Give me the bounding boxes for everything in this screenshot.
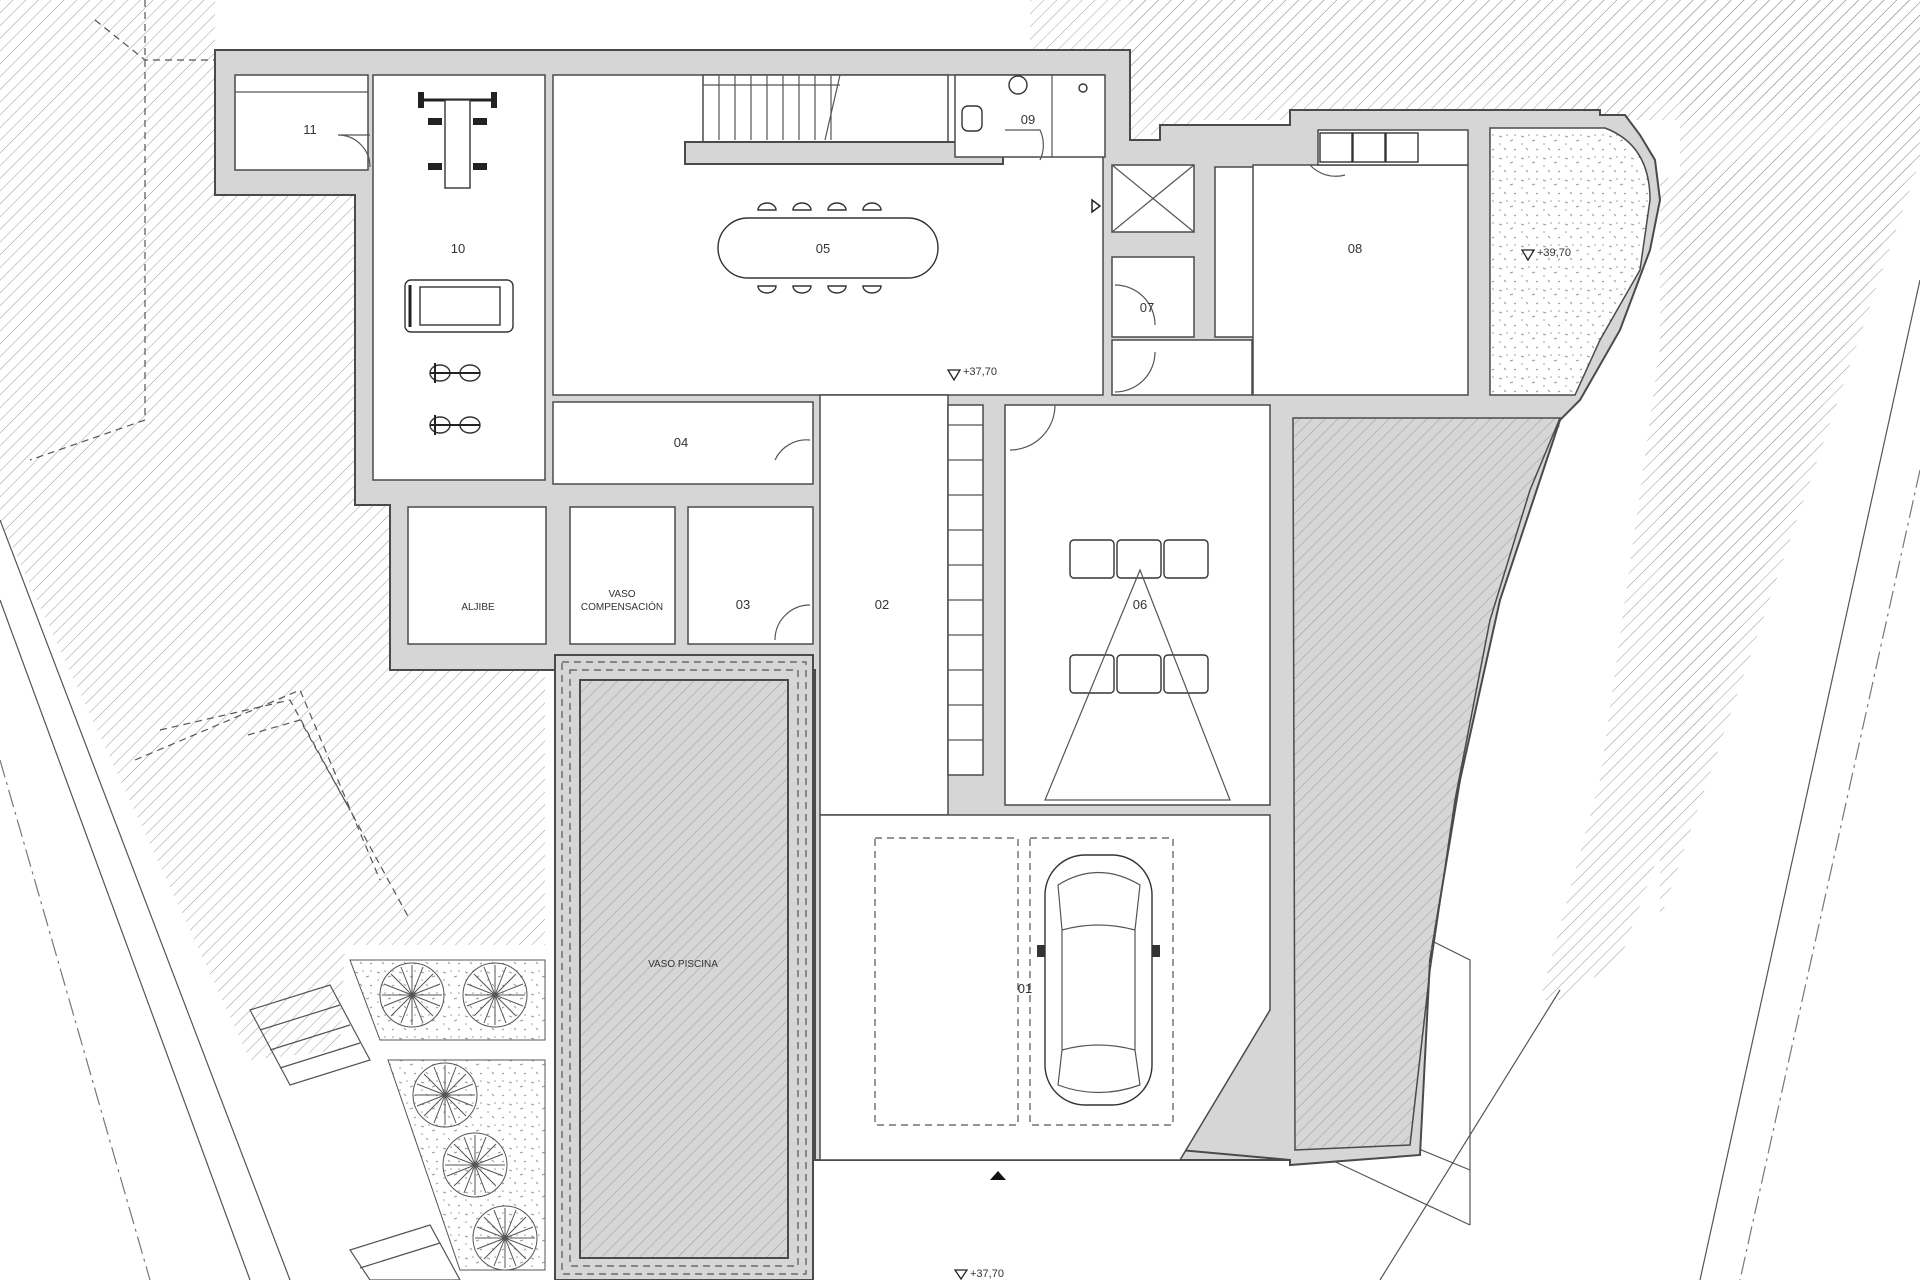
weight-bench-icon: [418, 92, 497, 189]
entrance-arrow-icon: [990, 1171, 1006, 1180]
room-label-vaso-piscina: VASO PISCINA: [648, 959, 718, 970]
hatched-zone-right: [1292, 417, 1562, 1151]
svg-text:+37,70: +37,70: [963, 366, 997, 378]
tree-icon: [462, 962, 528, 1028]
room-label-02: 02: [875, 597, 889, 612]
room-04: [552, 401, 814, 485]
room-vaso-compensacion: [569, 506, 676, 645]
stair-icon: [948, 424, 983, 741]
room-08: [1252, 164, 1469, 396]
toilet-icon: [961, 105, 983, 132]
room-11: [234, 74, 369, 171]
room-02: [819, 394, 949, 816]
stair-icon: [703, 74, 841, 141]
room-label-10: 10: [451, 241, 465, 256]
armchair-icon: [1069, 539, 1209, 694]
car-icon: [1037, 854, 1160, 1106]
room-label-vaso-1: VASO: [608, 589, 635, 600]
tree-icon: [472, 1205, 538, 1271]
tree-icon: [412, 1062, 478, 1128]
level-marker-garden: +39,70: [1520, 247, 1571, 262]
treadmill-icon: [404, 279, 514, 333]
room-label-04: 04: [674, 435, 688, 450]
exercise-bike-icon: [429, 363, 481, 383]
tree-icon: [379, 962, 445, 1028]
room-label-03: 03: [736, 597, 750, 612]
lower-garden: [249, 959, 546, 1280]
sink-icon: [1008, 75, 1088, 95]
room-label-08: 08: [1348, 241, 1362, 256]
svg-text:+39,70: +39,70: [1537, 247, 1571, 259]
room-label-vaso-2: COMPENSACIÓN: [581, 600, 663, 613]
room-label-01: 01: [1018, 981, 1032, 996]
pool: [554, 654, 814, 1280]
room-label-06: 06: [1133, 597, 1147, 612]
room-03: [687, 506, 814, 645]
pool-basin: [579, 679, 789, 1259]
room-label-07: 07: [1140, 300, 1154, 315]
projector-cone: [1044, 568, 1231, 801]
room-06: [1004, 404, 1271, 806]
room-labels: 11 10 05 09 07 08 04 02 06 03 ALJIBE VAS…: [303, 112, 1362, 996]
room-label-05: 05: [816, 241, 830, 256]
room-07: [1111, 256, 1195, 338]
door-swings: [337, 129, 1346, 641]
level-marker-dining: +37,70: [946, 366, 997, 382]
room-aljibe: [407, 506, 547, 645]
garden-patch: [1489, 127, 1651, 396]
dining-table-icon: [717, 202, 939, 294]
tree-icon: [442, 1132, 508, 1198]
room-label-aljibe: ALJIBE: [461, 602, 495, 613]
level-marker-entrance: +37,70: [953, 1268, 1004, 1280]
svg-text:+37,70: +37,70: [970, 1268, 1004, 1280]
exercise-bike-icon: [429, 415, 481, 435]
stair-icon: [249, 984, 461, 1280]
room-label-09: 09: [1021, 112, 1035, 127]
room-label-11: 11: [303, 122, 317, 137]
